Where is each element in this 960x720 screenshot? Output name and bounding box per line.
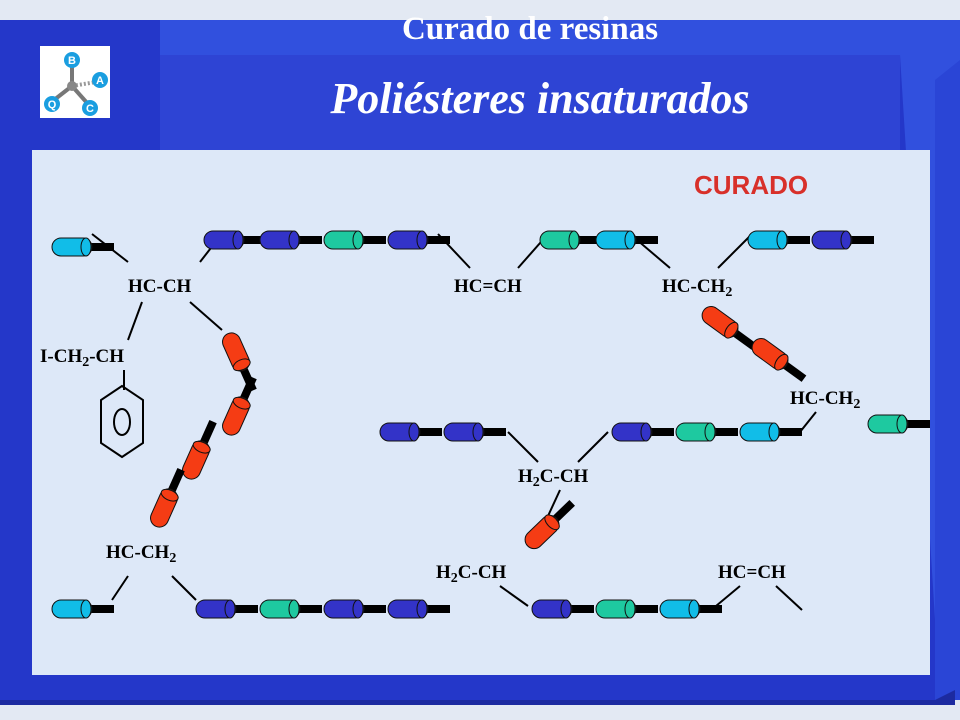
monomer-segment xyxy=(259,230,322,250)
bond-line xyxy=(171,575,197,601)
monomer-segment xyxy=(811,230,874,250)
slide-subtitle: Curado de resinas xyxy=(401,11,659,47)
bond-line xyxy=(507,431,539,463)
label-hc-ch2-top: HC-CH2 xyxy=(662,276,733,300)
logo-letter-a: A xyxy=(96,75,104,87)
monomer-segment xyxy=(539,230,602,250)
monomer-segment xyxy=(51,599,114,619)
monomer-segment xyxy=(150,468,185,528)
monomer-segments xyxy=(51,230,930,619)
bond-line xyxy=(715,585,741,607)
label-hc-ch: HC-CH xyxy=(128,276,192,297)
monomer-segment xyxy=(387,599,450,619)
monomer-segment xyxy=(659,599,722,619)
curado-label: CURADO xyxy=(694,170,809,200)
logo-letter-q: Q xyxy=(48,99,57,111)
molecule-logo-icon: B A C Q xyxy=(40,46,110,118)
logo-letter-b: B xyxy=(68,55,76,67)
monomer-segment xyxy=(595,599,658,619)
monomer-segment xyxy=(195,599,258,619)
monomer-segment xyxy=(222,332,257,392)
benzene-ring-icon xyxy=(100,384,144,459)
bond-line xyxy=(111,575,129,601)
monomer-segment xyxy=(323,230,386,250)
bond-line xyxy=(547,489,561,517)
bond-line xyxy=(127,301,143,341)
monomer-segment xyxy=(379,422,442,442)
label-hc-eq-ch-2: HC=CH xyxy=(718,562,786,583)
monomer-segment xyxy=(323,599,386,619)
monomer-segment xyxy=(867,414,930,434)
monomer-segment xyxy=(182,420,217,480)
monomer-segment xyxy=(203,230,266,250)
bond-line xyxy=(799,411,817,433)
label-i-ch2-ch: I-CH2-CH xyxy=(40,346,125,370)
bond-line xyxy=(775,585,803,611)
monomer-segment xyxy=(739,422,802,442)
bond-line xyxy=(499,585,529,607)
bond-line xyxy=(189,301,223,331)
monomer-segment xyxy=(611,422,674,442)
label-hc-ch2-right: HC-CH2 xyxy=(790,388,861,412)
bond-line xyxy=(717,233,753,269)
monomer-segment xyxy=(595,230,658,250)
monomer-segment xyxy=(751,338,807,382)
monomer-segment xyxy=(675,422,738,442)
logo-letter-c: C xyxy=(86,103,94,115)
monomer-segment xyxy=(443,422,506,442)
label-hc-eq-ch: HC=CH xyxy=(454,276,522,297)
label-h2c-ch-mid: H2C-CH xyxy=(518,466,589,490)
monomer-segment xyxy=(524,499,575,550)
monomer-segment xyxy=(259,599,322,619)
monomer-segment xyxy=(747,230,810,250)
monomer-segment xyxy=(531,599,594,619)
bond-line xyxy=(577,431,609,463)
monomer-segment xyxy=(701,306,757,350)
monomer-segment xyxy=(222,376,257,436)
slide-title: Poliésteres insaturados xyxy=(330,74,750,123)
label-hc-ch2-bottom: HC-CH2 xyxy=(106,542,177,566)
label-h2c-ch-low: H2C-CH xyxy=(436,562,507,586)
monomer-segment xyxy=(51,237,114,257)
monomer-segment xyxy=(387,230,450,250)
